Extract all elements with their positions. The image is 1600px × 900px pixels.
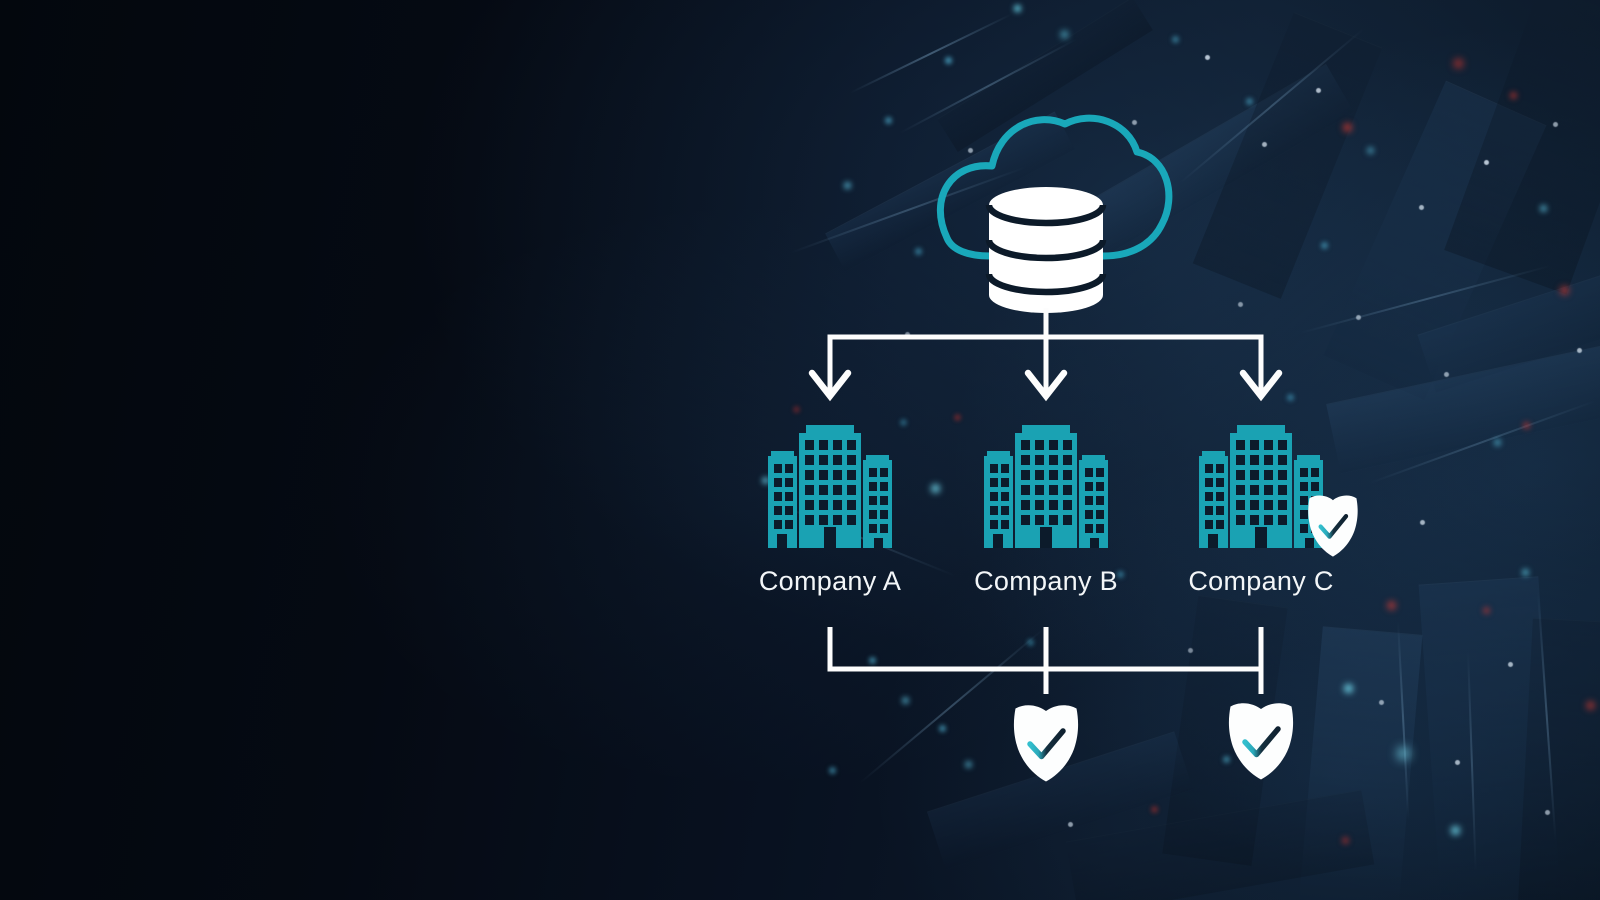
company-c-building-icon xyxy=(1199,425,1323,548)
database-icon xyxy=(985,187,1107,313)
arrow-down-icon xyxy=(1024,369,1068,402)
bottom-connector-lines xyxy=(827,627,1264,694)
company-b-building-icon xyxy=(984,425,1108,548)
arrow-down-icon xyxy=(808,369,852,402)
shield-check-icon xyxy=(1229,703,1293,779)
company-a-building-icon xyxy=(768,425,892,548)
top-connector-lines xyxy=(808,308,1283,402)
company-a-label: Company A xyxy=(759,566,901,596)
arrow-down-icon xyxy=(1239,369,1283,402)
shield-check-icon xyxy=(1014,705,1078,781)
cloud-icon xyxy=(936,114,1173,260)
company-b-label: Company B xyxy=(974,566,1118,596)
company-c-label: Company C xyxy=(1188,566,1333,596)
